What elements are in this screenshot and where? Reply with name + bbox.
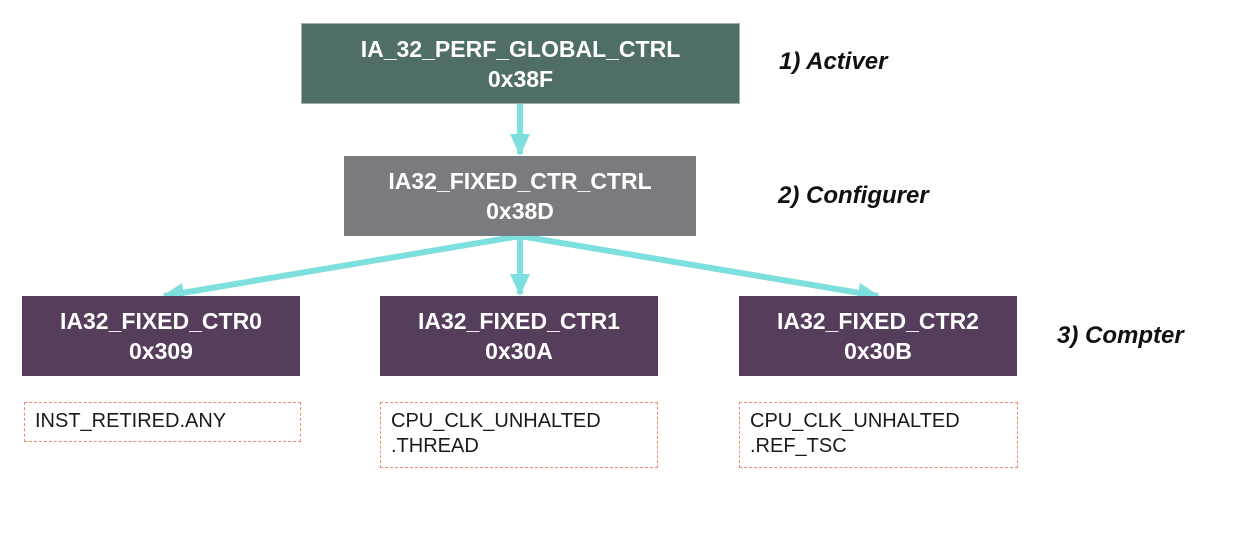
event-ctr2-line-2: .REF_TSC: [750, 435, 847, 457]
fixed-ctr0-address: 0x309: [129, 338, 193, 364]
fixed-ctr-ctrl-address: 0x38D: [486, 198, 554, 224]
arrow-fixed-ctrl-to-ctr2: [519, 233, 880, 303]
event-ctr2-line-1: CPU_CLK_UNHALTED: [750, 410, 960, 432]
fixed-ctr2-address: 0x30B: [844, 338, 912, 364]
fixed-ctr2-register: IA32_FIXED_CTR2 0x30B: [739, 296, 1017, 376]
event-ctr1-line-2: .THREAD: [391, 435, 479, 457]
step-enable-label: 1) Activer: [779, 48, 888, 75]
arrow-fixed-ctrl-to-ctr0: [162, 233, 521, 303]
event-box-ctr0: INST_RETIRED.ANY: [24, 402, 301, 442]
fixed-ctr1-register: IA32_FIXED_CTR1 0x30A: [380, 296, 658, 376]
fixed-ctr-ctrl-name: IA32_FIXED_CTR_CTRL: [388, 168, 652, 194]
global-ctrl-address: 0x38F: [487, 65, 554, 92]
fixed-ctr1-name: IA32_FIXED_CTR1: [418, 308, 620, 334]
event-box-ctr1: CPU_CLK_UNHALTED .THREAD: [380, 402, 658, 468]
event-ctr1-line-1: CPU_CLK_UNHALTED: [391, 410, 601, 432]
step-count-label: 3) Compter: [1057, 322, 1184, 349]
fixed-ctr0-register: IA32_FIXED_CTR0 0x309: [22, 296, 300, 376]
fixed-ctr0-name: IA32_FIXED_CTR0: [60, 308, 262, 334]
global-ctrl-name: IA_32_PERF_GLOBAL_CTRL: [360, 35, 681, 62]
global-ctrl-register: IA_32_PERF_GLOBAL_CTRL 0x38F: [301, 23, 740, 104]
step-configure-label: 2) Configurer: [778, 182, 929, 209]
event-ctr0-line-1: INST_RETIRED.ANY: [35, 410, 227, 432]
fixed-ctr2-name: IA32_FIXED_CTR2: [777, 308, 979, 334]
fixed-ctr-ctrl-register: IA32_FIXED_CTR_CTRL 0x38D: [344, 156, 696, 236]
event-box-ctr2: CPU_CLK_UNHALTED .REF_TSC: [739, 402, 1018, 468]
fixed-ctr1-address: 0x30A: [485, 338, 553, 364]
